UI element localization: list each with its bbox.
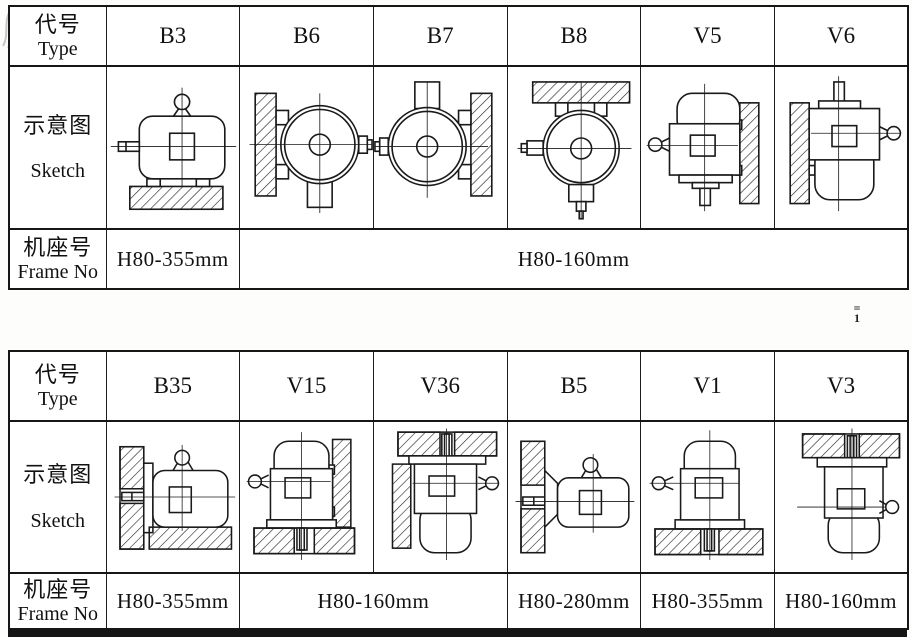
sketch-cell-v1: [640, 420, 775, 574]
type-cell-v1: V1: [640, 350, 775, 422]
sketch-cell-b6: [239, 65, 374, 230]
type-cell-v36: V36: [372, 350, 508, 422]
b6-foot-mounted-on-wall-shaft-right-sketch: [240, 69, 373, 226]
type-label-cell: 代号 Type: [8, 350, 107, 422]
type-label-zh: 代号: [34, 362, 81, 388]
sketch-label-en: Sketch: [30, 509, 85, 532]
frame-label-zh: 机座号: [23, 235, 93, 261]
b35-foot-and-flange-mounted-floor-wall-sketch: [108, 423, 238, 571]
mounting-table-top: 代号 Type B3 B6 B7 B8 V5 V6 示意图 Sketch 机座号…: [8, 5, 910, 290]
frame-cell-v1: H80-355mm: [640, 572, 775, 630]
type-cell-v15: V15: [239, 350, 374, 422]
b8-foot-mounted-on-ceiling-sketch: [508, 69, 641, 226]
sketch-cell-b7: [372, 65, 508, 230]
v3-flange-mounted-on-ceiling-shaft-up-sketch: [776, 423, 906, 571]
sketch-cell-v15: [239, 420, 374, 574]
cut-off-next-row-edge: [8, 630, 907, 637]
v15-wall-and-flange-on-floor-shaft-down-sketch: [242, 423, 372, 571]
type-label-zh: 代号: [34, 12, 81, 38]
sketch-cell-v6: [773, 65, 909, 230]
sketch-label-zh: 示意图: [23, 112, 93, 138]
type-cell-b35: B35: [105, 350, 241, 422]
type-cell-v5: V5: [640, 5, 775, 67]
sketch-cell-v3: [773, 420, 909, 574]
type-cell-b6: B6: [239, 5, 374, 67]
v5-wall-mounted-shaft-down-sketch: [641, 69, 774, 226]
frame-label-cell: 机座号 Frame No: [8, 228, 107, 290]
frame-label-cell: 机座号 Frame No: [8, 572, 107, 630]
sketch-label-cell: 示意图 Sketch: [8, 420, 107, 574]
sketch-cell-b3: [105, 65, 241, 230]
mounting-table-bottom: 代号 Type B35 V15 V36 B5 V1 V3 示意图 Sketch …: [8, 350, 910, 630]
sketch-label-en: Sketch: [30, 160, 85, 183]
type-label-cell: 代号 Type: [8, 5, 107, 67]
type-label-en: Type: [37, 387, 78, 410]
type-cell-b3: B3: [105, 5, 241, 67]
frame-cell-b35: H80-355mm: [105, 572, 241, 630]
sketch-label-cell: 示意图 Sketch: [8, 65, 107, 230]
sketch-cell-v5: [640, 65, 775, 230]
stray-pen-mark: = 1: [853, 301, 861, 326]
b7-foot-mounted-on-wall-shaft-left-sketch: [374, 69, 507, 226]
sketch-cell-v36: [372, 420, 508, 574]
type-cell-b5: B5: [506, 350, 642, 422]
type-cell-b8: B8: [506, 5, 642, 67]
sketch-cell-b5: [506, 420, 642, 574]
v36-wall-and-flange-on-ceiling-shaft-up-sketch: [375, 423, 505, 571]
frame-cell-v3: H80-160mm: [773, 572, 909, 630]
frame-label-en: Frame No: [17, 602, 99, 625]
frame-label-en: Frame No: [17, 260, 99, 283]
frame-cell-b6-to-v6: H80-160mm: [239, 228, 909, 290]
type-cell-v6: V6: [773, 5, 909, 67]
v1-flange-mounted-on-floor-shaft-down-sketch: [643, 423, 773, 571]
type-label-en: Type: [37, 37, 78, 60]
sketch-label-zh: 示意图: [23, 462, 93, 488]
b5-flange-mounted-on-wall-sketch: [509, 423, 639, 571]
b3-foot-mounted-on-floor-sketch: [107, 69, 240, 226]
type-cell-b7: B7: [372, 5, 508, 67]
frame-cell-b5: H80-280mm: [506, 572, 642, 630]
frame-label-zh: 机座号: [23, 577, 93, 603]
frame-cell-v15-v36: H80-160mm: [239, 572, 508, 630]
frame-cell-b3: H80-355mm: [105, 228, 241, 290]
sketch-cell-b8: [506, 65, 642, 230]
sketch-cell-b35: [105, 420, 241, 574]
type-cell-v3: V3: [773, 350, 909, 422]
v6-wall-mounted-shaft-up-sketch: [775, 69, 908, 226]
